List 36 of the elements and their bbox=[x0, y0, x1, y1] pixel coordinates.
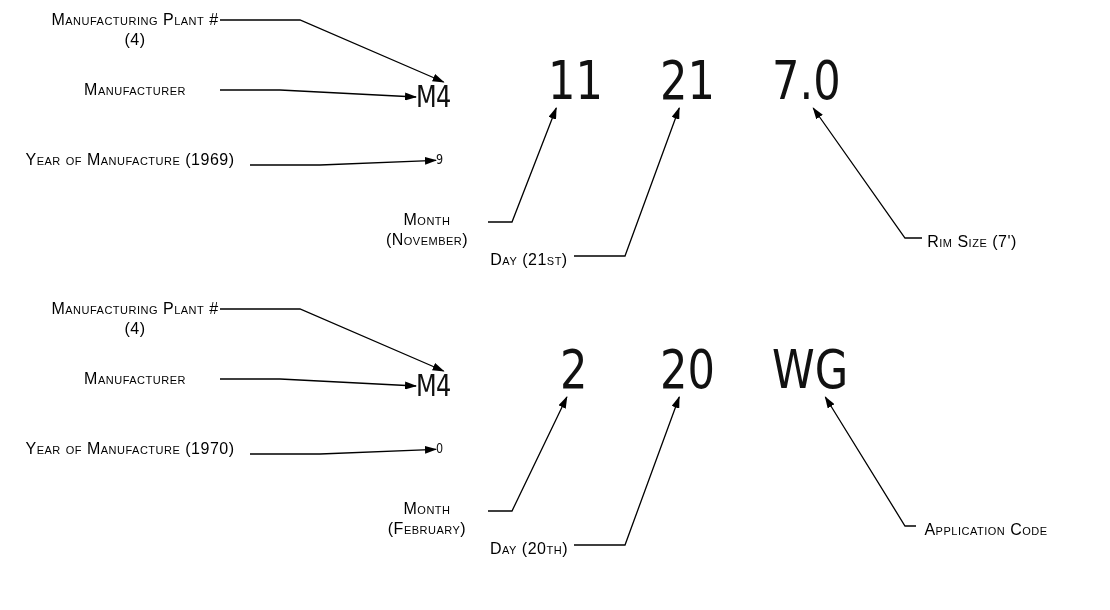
stamped-code: WG bbox=[772, 343, 849, 397]
callout-label: Manufacturer bbox=[50, 80, 220, 100]
stamped-code: 4 bbox=[436, 82, 452, 112]
stamped-code: 9 bbox=[436, 152, 444, 166]
leader-line bbox=[219, 378, 417, 390]
leader-line bbox=[219, 89, 417, 101]
leader-line bbox=[219, 19, 445, 83]
stamped-code: 0 bbox=[436, 441, 444, 455]
stamped-code: 2 bbox=[560, 343, 588, 397]
stamped-code: M bbox=[416, 371, 437, 401]
leader-line bbox=[573, 396, 680, 546]
stamped-code: 21 bbox=[660, 54, 715, 108]
callout-label: Month (February) bbox=[366, 499, 488, 539]
callout-label: Day (20th) bbox=[484, 539, 574, 559]
callout-label: Month (November) bbox=[366, 210, 488, 250]
leader-line bbox=[249, 156, 437, 166]
leader-line bbox=[219, 308, 445, 372]
callout-label: Rim Size (7') bbox=[922, 232, 1022, 252]
leader-line bbox=[573, 107, 680, 257]
stamped-code: 7.0 bbox=[772, 54, 841, 108]
stamped-code: 4 bbox=[436, 371, 452, 401]
callout-label: Manufacturing Plant # (4) bbox=[50, 10, 220, 50]
callout-label: Year of Manufacture (1969) bbox=[10, 150, 250, 170]
leader-line bbox=[824, 396, 917, 527]
leader-line bbox=[812, 107, 923, 239]
stamped-code: 11 bbox=[548, 54, 603, 108]
leader-line bbox=[487, 396, 568, 512]
callout-label: Day (21st) bbox=[484, 250, 574, 270]
callout-label: Year of Manufacture (1970) bbox=[10, 439, 250, 459]
leader-line bbox=[249, 445, 437, 455]
stamped-code: 20 bbox=[660, 343, 715, 397]
leader-line bbox=[487, 107, 557, 223]
stamped-code: M bbox=[416, 82, 437, 112]
callout-label: Application Code bbox=[916, 520, 1056, 540]
callout-label: Manufacturer bbox=[50, 369, 220, 389]
callout-label: Manufacturing Plant # (4) bbox=[50, 299, 220, 339]
